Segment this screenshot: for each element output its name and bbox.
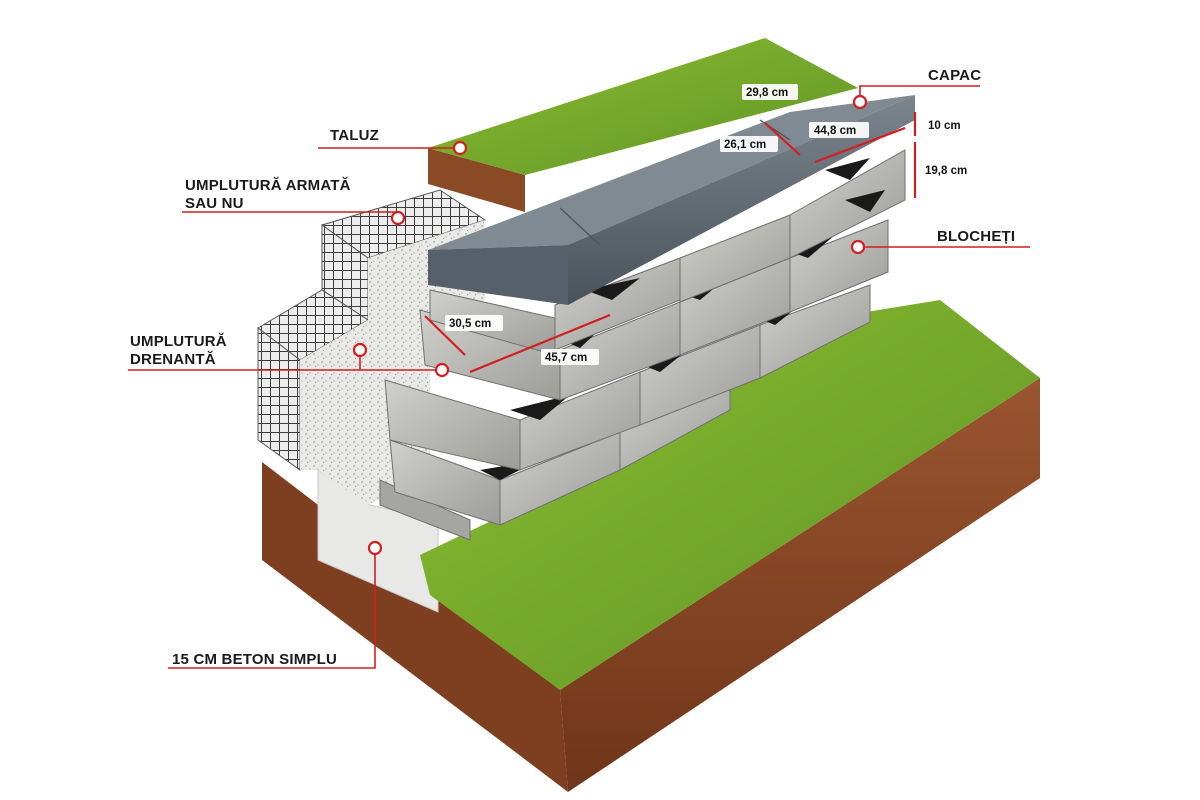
label-capac: CAPAC — [928, 67, 981, 84]
label-blocheti: BLOCHEȚI — [937, 228, 1015, 245]
dimension-lines — [424, 112, 917, 374]
labels: TALUZ UMPLUTURĂ ARMATĂ SAU NU UMPLUTURĂ … — [130, 67, 1015, 668]
dim-block-depth: 30,5 cm — [449, 318, 491, 330]
dim-block-length: 45,7 cm — [545, 352, 587, 364]
wall-blocks — [379, 149, 906, 541]
upper-slope — [428, 38, 858, 212]
lower-grass — [420, 300, 1040, 690]
label-taluz: TALUZ — [330, 127, 379, 144]
reinforced-fill — [257, 189, 487, 471]
label-umplutura-armata-1: UMPLUTURĂ ARMATĂ — [185, 177, 351, 194]
callouts — [128, 85, 1030, 669]
label-beton: 15 CM BETON SIMPLU — [172, 651, 337, 668]
dimension-labels: 29,8 cm 44,8 cm 26,1 cm 10 cm 19,8 cm 30… — [445, 84, 967, 365]
dim-block-height: 19,8 cm — [925, 165, 967, 177]
dim-capac-width: 29,8 cm — [746, 87, 788, 99]
label-umplutura-drenanta-1: UMPLUTURĂ — [130, 333, 227, 350]
dim-capac-depth: 26,1 cm — [724, 139, 766, 151]
label-umplutura-drenanta-2: DRENANTĂ — [130, 351, 216, 368]
dim-capac-length: 44,8 cm — [814, 125, 856, 137]
dim-capac-height: 10 cm — [928, 120, 961, 132]
cap-stones — [428, 95, 915, 305]
label-umplutura-armata-2: SAU NU — [185, 195, 244, 212]
